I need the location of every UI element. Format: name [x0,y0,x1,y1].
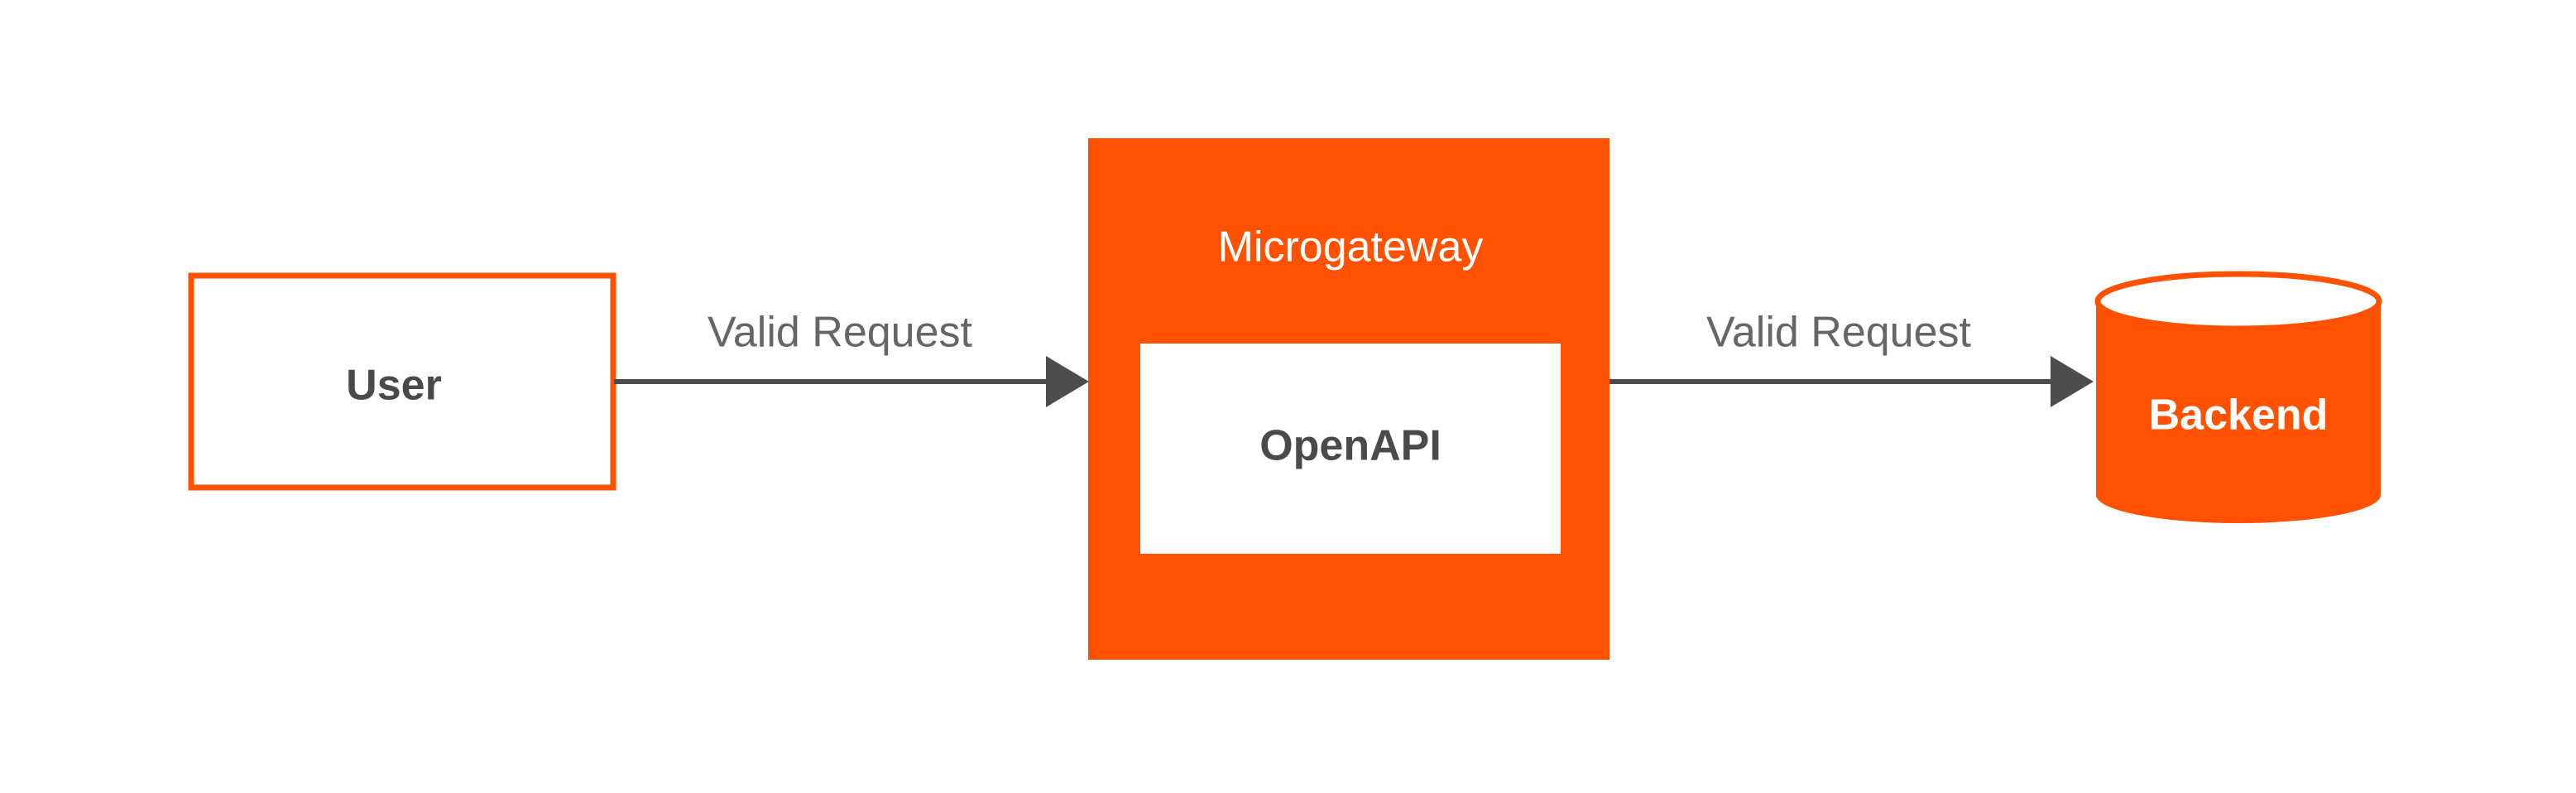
user-label: User [346,362,442,410]
edge-label: Valid Request [1706,309,1971,357]
openapi-label: OpenAPI [1259,422,1442,470]
backend-label: Backend [2149,392,2329,440]
database-icon [2096,301,2381,523]
edge-label: Valid Request [708,309,972,357]
user-node: User [188,272,616,491]
microgateway-label: Microgateway [1218,223,1484,272]
microgateway-node: Microgateway OpenAPI [1088,138,1609,660]
arrowhead-icon [1046,356,1089,407]
user-box [188,272,616,491]
openapi-box [1140,344,1561,554]
backend-node: Backend [2094,271,2382,523]
cylinder-top [2094,271,2382,332]
arrowhead-icon [2051,356,2094,407]
edge-microgateway-to-backend: Valid Request [1609,309,2094,407]
edge-user-to-microgateway: Valid Request [614,309,1089,407]
